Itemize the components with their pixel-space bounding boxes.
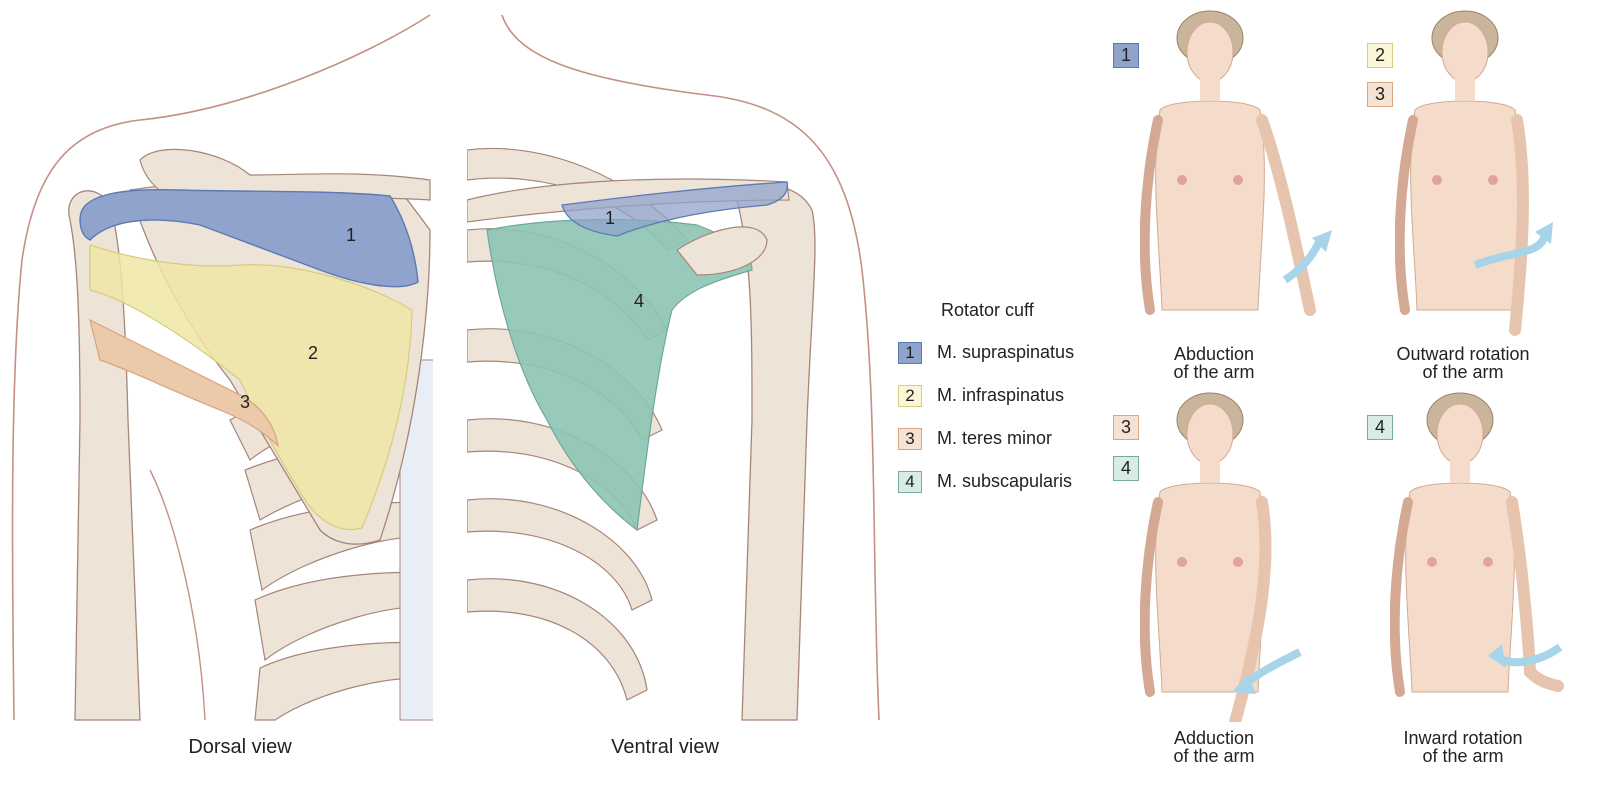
movement-arrow: [1473, 233, 1549, 269]
humerus-bone: [736, 185, 816, 721]
badge-2: 2: [1367, 43, 1393, 68]
body-outline: [501, 14, 880, 721]
teres-minor-muscle: [89, 318, 279, 448]
legend-label: M. subscapularis: [937, 471, 1073, 491]
legend-swatch: 4: [898, 470, 922, 493]
badge-4: 4: [1113, 456, 1139, 481]
dorsal-view-illustration: 1 2 3: [11, 14, 440, 721]
legend-item: 2 M. infraspinatus: [898, 374, 1098, 417]
badge-3: 3: [1367, 82, 1393, 107]
ventral-label-4: 4: [634, 291, 644, 311]
legend-item: 1 M. supraspinatus: [898, 331, 1098, 374]
figure-inward-rotation: [1390, 392, 1564, 697]
subscapularis-muscle: [486, 218, 753, 532]
figure-outward-rotation: [1395, 10, 1553, 336]
legend-item: 3 M. teres minor: [898, 417, 1098, 460]
badge-4: 4: [1367, 415, 1393, 440]
badge-1: 1: [1113, 43, 1139, 68]
legend-swatch: 1: [898, 341, 922, 364]
badge-3: 3: [1113, 415, 1139, 440]
dorsal-label-3: 3: [240, 392, 250, 412]
legend-label: M. supraspinatus: [937, 342, 1075, 362]
legend: Rotator cuff 1 M. supraspinatus 2 M. inf…: [898, 300, 1098, 503]
ventral-label-1: 1: [605, 208, 615, 228]
infraspinatus-muscle: [89, 244, 413, 531]
dorsal-label-1: 1: [346, 225, 356, 245]
legend-label: M. infraspinatus: [937, 385, 1065, 405]
legend-swatch: 3: [898, 427, 922, 450]
supraspinatus-muscle: [561, 181, 789, 237]
figure-abduction: [1140, 10, 1332, 316]
dorsal-label-2: 2: [308, 343, 318, 363]
ventral-view-caption: Ventral view: [611, 736, 719, 758]
figure-adduction: [1140, 392, 1302, 722]
ventral-view-illustration: 1 4: [467, 14, 880, 721]
body-outline: [11, 14, 431, 721]
legend-swatch: 2: [898, 384, 922, 407]
legend-title: Rotator cuff: [941, 300, 1034, 320]
torso-outline: [149, 469, 206, 721]
view-divider: [433, 0, 467, 730]
movement-arrow: [1282, 238, 1324, 284]
supraspinatus-muscle: [79, 188, 419, 288]
dorsal-view-caption: Dorsal view: [188, 736, 292, 758]
scapula-edge: [676, 226, 768, 276]
legend-item: 4 M. subscapularis: [898, 460, 1098, 503]
legend-label: M. teres minor: [937, 428, 1053, 448]
